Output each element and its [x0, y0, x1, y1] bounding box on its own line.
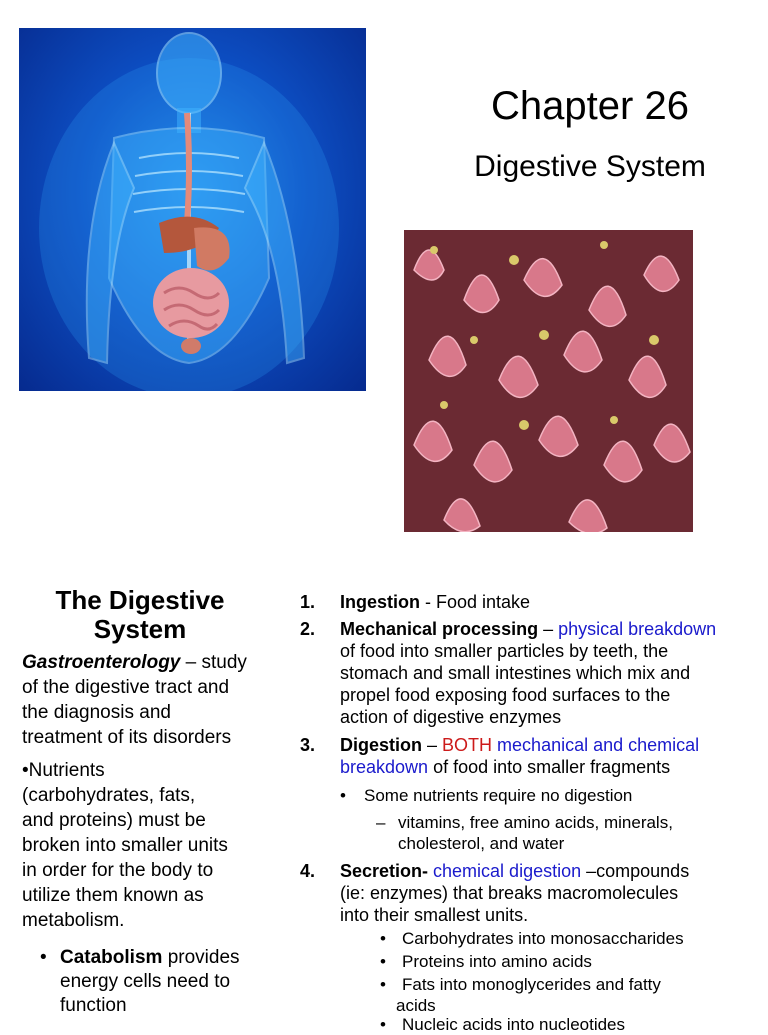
nutrients-line-3: and proteins) must be	[22, 810, 206, 831]
catabolism-line1-rest: provides	[162, 947, 240, 968]
digestion-highlight1: mechanical and chemical	[492, 735, 700, 755]
mechanical-line3: stomach and small intestines which mix a…	[340, 663, 691, 683]
list-item-mechanical: 2. Mechanical processing – physical brea…	[300, 618, 768, 728]
secretion-bullet-3: • Fats into monoglycerides and fatty aci…	[380, 974, 760, 1016]
catabolism-term: Catabolism	[60, 947, 163, 968]
digestion-term: Digestion	[340, 735, 423, 755]
catabolism-text: Catabolism provides energy cells need to…	[60, 946, 270, 1018]
list-number: 2.	[300, 619, 316, 639]
mechanical-sep: –	[538, 619, 559, 639]
digestion-text: Digestion – BOTH mechanical and chemical…	[340, 734, 768, 778]
nutrients-paragraph: •Nutrients (carbohydrates, fats, and pro…	[22, 758, 272, 933]
secretion-bullet-text: Fats into monoglycerides and fatty acids	[396, 974, 760, 1016]
mechanical-line2: of food into smaller particles by teeth,…	[340, 641, 669, 661]
bullet-dot: •	[380, 952, 386, 971]
nutrients-line-6: utilize them known as	[22, 885, 204, 906]
villi-illustration	[404, 230, 693, 532]
bullet-dot: •	[40, 947, 47, 968]
ingestion-text: Ingestion - Food intake	[340, 591, 768, 613]
secretion-line2: (ie: enzymes) that breaks macromolecules	[340, 883, 679, 903]
definition-term: Gastroenterology	[22, 652, 181, 673]
secretion-bullet-text: Nucleic acids into nucleotides	[402, 1015, 626, 1034]
anatomy-illustration	[39, 32, 339, 391]
chapter-title: Chapter 26	[491, 84, 689, 128]
dash-marker: –	[376, 813, 386, 832]
digestion-both: BOTH	[442, 735, 493, 755]
definition-line-2: of the digestive tract and	[22, 677, 230, 698]
mechanical-highlight: physical breakdown	[558, 619, 717, 639]
digestion-subsub-line1: vitamins, free amino acids, minerals,	[398, 813, 673, 832]
mechanical-term: Mechanical processing	[340, 619, 539, 639]
digestion-subsub-bullet: – vitamins, free amino acids, minerals, …	[376, 812, 766, 854]
section-heading-line1: The Digestive	[55, 585, 225, 615]
nutrients-line-4: broken into smaller units	[22, 835, 228, 856]
villi-image	[404, 230, 693, 532]
list-number: 4.	[300, 861, 316, 881]
digestion-subsub-text: vitamins, free amino acids, minerals, ch…	[398, 812, 766, 854]
mechanical-line5: action of digestive enzymes	[340, 707, 562, 727]
list-number: 3.	[300, 735, 316, 755]
ingestion-rest: - Food intake	[420, 592, 531, 612]
catabolism-bullet: • Catabolism provides energy cells need …	[40, 946, 270, 1018]
secretion-highlight: chemical digestion	[428, 861, 582, 881]
nutrients-line-7: metabolism.	[22, 910, 125, 931]
definition-line1-rest: – study	[180, 652, 247, 673]
section-heading: The Digestive System	[20, 586, 260, 644]
list-item-secretion: 4. Secretion- chemical digestion –compou…	[300, 860, 768, 926]
list-number: 1.	[300, 592, 316, 612]
definition-line-3: the diagnosis and	[22, 702, 171, 723]
catabolism-line2: energy cells need to	[60, 971, 231, 992]
list-item-ingestion: 1. Ingestion - Food intake	[300, 591, 768, 613]
bullet-dot: •	[380, 929, 386, 948]
definition-line-1: Gastroenterology – study	[22, 650, 272, 675]
nutrients-line-1: •Nutrients	[22, 760, 105, 781]
anatomy-image	[19, 28, 366, 391]
secretion-bullet-4: • Nucleic acids into nucleotides	[380, 1014, 760, 1035]
bullet-dot: •	[340, 786, 346, 805]
digestion-sep: –	[422, 735, 443, 755]
section-heading-line2: System	[93, 614, 187, 644]
secretion-bullet-text: Proteins into amino acids	[402, 952, 592, 971]
digestion-subsub-line2: cholesterol, and water	[398, 834, 565, 853]
secretion-term: Secretion-	[340, 861, 429, 881]
definition-line-4: treatment of its disorders	[22, 727, 232, 748]
ingestion-term: Ingestion	[340, 592, 420, 612]
secretion-bullet-3-line1: Fats into monoglycerides and fatty	[402, 975, 661, 994]
secretion-bullet-3-line2: acids	[396, 996, 436, 1015]
bullet-dot: •	[380, 1015, 386, 1034]
secretion-bullet-text: Carbohydrates into monosaccharides	[402, 929, 684, 948]
mechanical-text: Mechanical processing – physical breakdo…	[340, 618, 768, 728]
digestion-sub-bullet: • Some nutrients require no digestion	[340, 785, 760, 806]
secretion-text: Secretion- chemical digestion –compounds…	[340, 860, 768, 926]
digestion-rest: of food into smaller fragments	[428, 757, 671, 777]
nutrients-line-2: (carbohydrates, fats,	[22, 785, 196, 806]
chapter-subtitle: Digestive System	[474, 150, 706, 183]
bullet-dot: •	[380, 975, 386, 994]
digestion-highlight2: breakdown	[340, 757, 429, 777]
definition-paragraph: Gastroenterology – study of the digestiv…	[22, 650, 272, 750]
mechanical-line4: propel food exposing food surfaces to th…	[340, 685, 671, 705]
secretion-bullet-2: • Proteins into amino acids	[380, 951, 760, 972]
catabolism-line3: function	[60, 995, 127, 1016]
nutrients-line-5: in order for the body to	[22, 860, 214, 881]
secretion-bullet-1: • Carbohydrates into monosaccharides	[380, 928, 760, 949]
secretion-rest: –compounds	[581, 861, 690, 881]
secretion-line3: into their smallest units.	[340, 905, 529, 925]
digestion-sub-text: Some nutrients require no digestion	[364, 786, 633, 805]
list-item-digestion: 3. Digestion – BOTH mechanical and chemi…	[300, 734, 768, 778]
